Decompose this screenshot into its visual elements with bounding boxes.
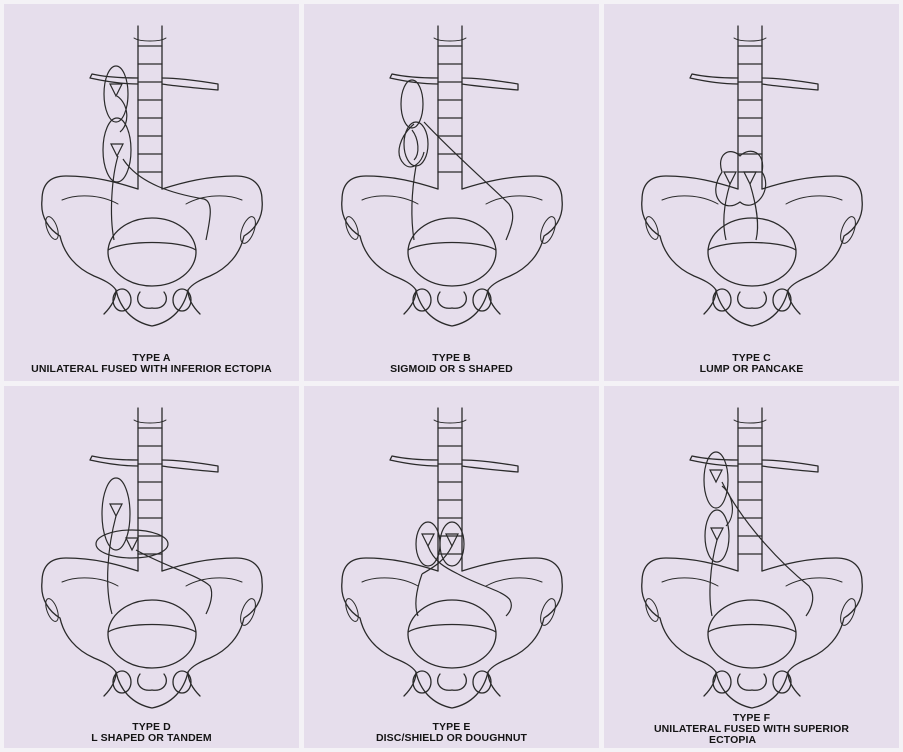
panel-type-c: TYPE C LUMP OR PANCAKE bbox=[604, 4, 899, 381]
anatomy-drawing-type-d bbox=[4, 386, 299, 748]
kidney-illustration-type-d bbox=[96, 478, 212, 614]
caption-type-f: TYPE F UNILATERAL FUSED WITH SUPERIOR EC… bbox=[604, 713, 899, 746]
kidney-illustration-type-f bbox=[704, 452, 813, 616]
anatomy-drawing-type-e bbox=[304, 386, 599, 748]
kidney-illustration-type-a bbox=[103, 66, 210, 240]
caption-subtitle: LUMP OR PANCAKE bbox=[604, 364, 899, 375]
anatomy-drawing-type-c bbox=[604, 4, 899, 381]
anatomy-drawing-type-b bbox=[304, 4, 599, 381]
panel-type-a: TYPE A UNILATERAL FUSED WITH INFERIOR EC… bbox=[4, 4, 299, 381]
caption-subtitle: DISC/SHIELD OR DOUGHNUT bbox=[304, 733, 599, 744]
panel-type-b: TYPE B SIGMOID OR S SHAPED bbox=[304, 4, 599, 381]
panel-type-d: TYPE D L SHAPED OR TANDEM bbox=[4, 386, 299, 748]
panel-type-e: TYPE E DISC/SHIELD OR DOUGHNUT bbox=[304, 386, 599, 748]
anatomy-drawing-type-a bbox=[4, 4, 299, 381]
panel-type-f: TYPE F UNILATERAL FUSED WITH SUPERIOR EC… bbox=[604, 386, 899, 748]
caption-subtitle: UNILATERAL FUSED WITH INFERIOR ECTOPIA bbox=[4, 364, 299, 375]
kidney-illustration-type-b bbox=[399, 80, 513, 240]
kidney-illustration-type-e bbox=[416, 522, 511, 616]
caption-subtitle-continued: ECTOPIA bbox=[604, 735, 899, 746]
caption-type-c: TYPE C LUMP OR PANCAKE bbox=[604, 353, 899, 375]
anatomy-drawing-type-f bbox=[604, 386, 899, 748]
caption-subtitle: SIGMOID OR S SHAPED bbox=[304, 364, 599, 375]
caption-type-a: TYPE A UNILATERAL FUSED WITH INFERIOR EC… bbox=[4, 353, 299, 375]
caption-type-d: TYPE D L SHAPED OR TANDEM bbox=[4, 722, 299, 744]
caption-subtitle: L SHAPED OR TANDEM bbox=[4, 733, 299, 744]
caption-type-e: TYPE E DISC/SHIELD OR DOUGHNUT bbox=[304, 722, 599, 744]
caption-type-b: TYPE B SIGMOID OR S SHAPED bbox=[304, 353, 599, 375]
